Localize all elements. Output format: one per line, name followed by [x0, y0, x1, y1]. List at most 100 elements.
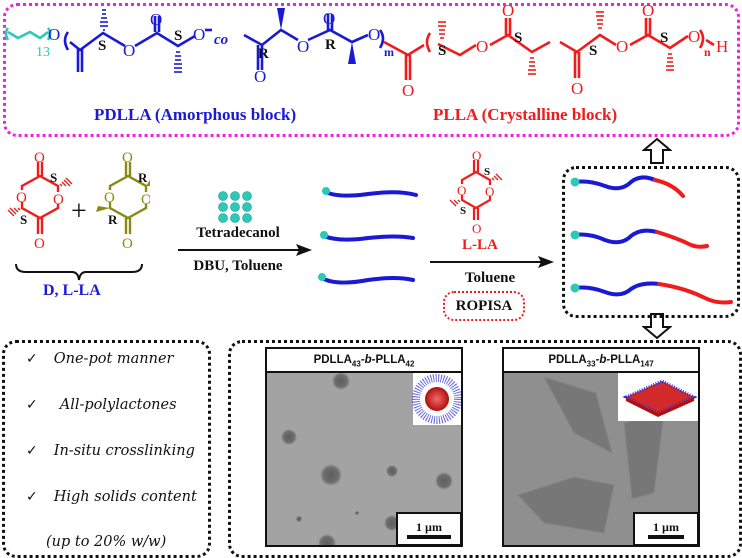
arrow-down-icon [642, 313, 672, 340]
block-a-name: PDLLA [313, 354, 352, 366]
micelle [435, 472, 453, 490]
platelet [542, 376, 613, 454]
pdlla-chain [322, 234, 415, 242]
step1-conditions: DBU, Toluene [193, 258, 283, 274]
scalebar-box [633, 512, 698, 545]
scalebar-box [396, 512, 461, 545]
feature-text: All-polylactones [59, 397, 177, 413]
tem-panel-spheres: PDLLA43-b-PLLA42 1 µm [265, 347, 463, 547]
pdlla-chain [324, 190, 418, 198]
svg-text:O: O [472, 150, 481, 163]
pdlla-segment [573, 175, 657, 191]
atom-o: O [323, 9, 335, 28]
plla-segment [655, 230, 709, 249]
micelle [281, 429, 297, 445]
feature-item: ✓ In-situ crosslinking [26, 442, 206, 488]
ropisa-label: ROPISA [455, 298, 513, 314]
monomer-brace [15, 263, 143, 281]
svg-text:O: O [472, 221, 481, 236]
plla-stereo-bonds [438, 11, 674, 75]
micelle [332, 373, 350, 390]
atom-o: O [502, 1, 514, 20]
micelle [355, 511, 359, 515]
svg-text:O: O [122, 150, 133, 166]
scalebar [648, 535, 684, 539]
atom-o: O [571, 79, 583, 98]
svg-text:O: O [122, 236, 133, 252]
atom-o: O [254, 67, 266, 86]
stereo-label-s: S [20, 212, 27, 227]
micelle [320, 464, 342, 486]
stereo-label-r: R [258, 46, 269, 62]
pdlla-wedge-1 [277, 8, 285, 30]
micelle [296, 516, 302, 522]
stereo-label-s: S [98, 38, 106, 54]
tem-title: PDLLA43-b-PLLA42 [267, 349, 461, 373]
block-a-name: PDLLA [548, 354, 587, 366]
l-lactide-reagent: O O O O S S [449, 150, 503, 236]
svg-text:O: O [34, 150, 45, 166]
check-icon: ✓ [26, 351, 38, 367]
tem-title: PDLLA33-b-PLLA147 [504, 349, 698, 373]
step2-arrow [430, 256, 554, 268]
pdlla-chains [318, 187, 418, 285]
micelle [318, 534, 336, 545]
feature-note: (up to 20% w/w) [46, 534, 167, 550]
atom-o: O [123, 41, 135, 60]
svg-text:O: O [457, 183, 466, 198]
svg-text:O: O [485, 184, 494, 199]
micelle-schematic [412, 374, 461, 424]
svg-text:O: O [53, 192, 64, 208]
atom-o: O [48, 25, 60, 44]
repeat-m: m [384, 45, 394, 59]
svg-text:O: O [141, 192, 150, 208]
features-list: ✓ One-pot manner ✓ All-polylactones ✓ In… [26, 350, 206, 550]
check-icon: ✓ [26, 443, 38, 459]
end-group-h: H [716, 37, 728, 56]
plla-segment [657, 282, 733, 305]
tem-box [228, 340, 742, 558]
step2-solvent: Toluene [464, 270, 516, 286]
tetradecanol-initiator-icon [218, 191, 252, 223]
feature-item: ✓ High solids content [26, 488, 206, 534]
plus-sign: + [71, 196, 87, 227]
atom-o: O [688, 27, 700, 46]
monomer-label: D, L-LA [43, 282, 101, 299]
stereo-label-s: S [589, 43, 597, 59]
stereo-label-s: S [50, 170, 57, 185]
atom-o: O [297, 37, 309, 56]
alkyl-repeat-count: 13 [36, 45, 50, 60]
stereo-label-s: S [660, 30, 668, 46]
pdlla-stereo-bonds [100, 9, 182, 73]
stereo-label-s: S [514, 30, 522, 46]
plla-backbone [383, 18, 705, 80]
atom-o: O [150, 10, 162, 29]
plla-segment [653, 178, 685, 198]
atom-o: O [368, 25, 380, 44]
atom-o: O [642, 1, 654, 20]
scalebar-label: 1 µm [653, 520, 679, 534]
atom-o: O [402, 81, 414, 100]
arrow-up-icon [642, 137, 672, 164]
block-b-name: PLLA [610, 354, 641, 366]
block-copolymer-chains [570, 175, 733, 305]
features-box [2, 340, 211, 558]
repeat-n: n [704, 45, 711, 59]
pdlla-segment [573, 281, 661, 297]
polymer-structure-box [3, 3, 740, 137]
stereo-label-r: R [138, 170, 148, 185]
check-icon: ✓ [26, 489, 38, 505]
feature-text: One-pot manner [53, 351, 174, 367]
copolymer-co-label: co [214, 32, 228, 48]
stereo-label-s: S [484, 166, 490, 178]
block-b-name: PLLA [375, 354, 406, 366]
atom-o: O [193, 25, 205, 44]
feature-item: ✓ One-pot manner [26, 350, 206, 396]
atom-o: O [476, 37, 488, 56]
dp-a: 33 [586, 359, 596, 369]
stereo-label-s: S [460, 205, 466, 217]
feature-text: High solids content [53, 489, 197, 505]
dp-b: 42 [405, 359, 415, 369]
polymer-structure: 13 O O O O O O O O co S S R R m [4, 1, 728, 100]
plla-block-label: PLLA (Crystalline block) [433, 105, 618, 124]
